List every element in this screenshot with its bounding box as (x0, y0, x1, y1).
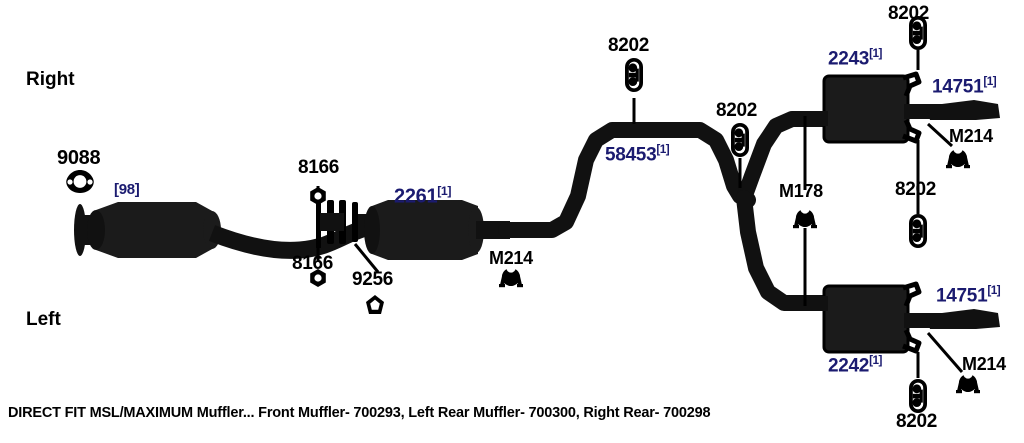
side-label-right: Right (26, 69, 75, 90)
leader-lines (316, 50, 964, 378)
front-pipe-flange-joint (316, 196, 358, 248)
label-8202-bottom: 8202 (896, 411, 938, 432)
label-58453: 58453[1] (605, 143, 670, 166)
right-tailpipe (926, 100, 1000, 120)
u-bolt-clamp-icon-right-lower (909, 214, 927, 248)
label-98-note: [98] (114, 181, 140, 198)
label-2242-number: 2242 (828, 355, 870, 377)
intermediate-pipe (498, 122, 756, 238)
catalytic-converter-assembly (74, 202, 221, 258)
label-2243: 2243[1] (828, 47, 882, 70)
u-bolt-clamp-icon-bottom (909, 379, 927, 413)
label-2243-sup: [1] (869, 47, 882, 60)
label-M178: M178 (779, 181, 823, 201)
label-14751-left: 14751[1] (936, 284, 1001, 307)
label-8166-lower: 8166 (292, 253, 334, 274)
front-muffler-body (358, 200, 510, 260)
label-8202-top-mid: 8202 (608, 35, 650, 56)
label-M214-front: M214 (489, 248, 533, 268)
label-2261-number: 2261 (394, 185, 438, 208)
u-bolt-clamp-icon-mid-right (731, 123, 749, 157)
left-rear-muffler-body (806, 281, 944, 354)
rubber-hanger-icon-right-rear (946, 144, 970, 169)
label-2243-number: 2243 (828, 48, 870, 70)
label-14751-right-sup: [1] (983, 75, 997, 88)
left-tailpipe (926, 309, 1000, 329)
label-14751-right-number: 14751 (932, 76, 984, 98)
label-14751-left-sup: [1] (987, 284, 1001, 297)
label-2242-sup: [1] (869, 354, 882, 367)
flange-gasket-icon (66, 170, 94, 193)
label-2261-sup: [1] (437, 184, 451, 198)
label-8202-mid-right: 8202 (716, 100, 758, 121)
label-9088: 9088 (57, 147, 101, 169)
hex-nut-icon-upper (310, 187, 326, 205)
label-M214-right-rear: M214 (949, 126, 993, 146)
side-label-left: Left (26, 309, 61, 330)
label-14751-right: 14751[1] (932, 75, 997, 98)
diagram-caption: DIRECT FIT MSL/MAXIMUM Muffler... Front … (8, 405, 711, 421)
right-rear-muffler-body (806, 71, 944, 144)
u-bolt-clamp-icon-top-mid (625, 58, 643, 92)
label-2242: 2242[1] (828, 354, 882, 377)
clamp-ring-icon (366, 295, 384, 314)
y-split-pipes (736, 111, 836, 311)
label-8166-upper: 8166 (298, 157, 340, 178)
label-M214-left-rear: M214 (962, 354, 1006, 374)
label-8202-top-right: 8202 (888, 3, 930, 24)
label-58453-number: 58453 (605, 144, 657, 166)
label-14751-left-number: 14751 (936, 285, 988, 307)
label-9256: 9256 (352, 269, 394, 290)
label-2261: 2261[1] (394, 185, 451, 207)
label-58453-sup: [1] (656, 143, 670, 156)
rubber-hanger-icon-split (793, 204, 817, 229)
label-8202-right-lower: 8202 (895, 179, 937, 200)
